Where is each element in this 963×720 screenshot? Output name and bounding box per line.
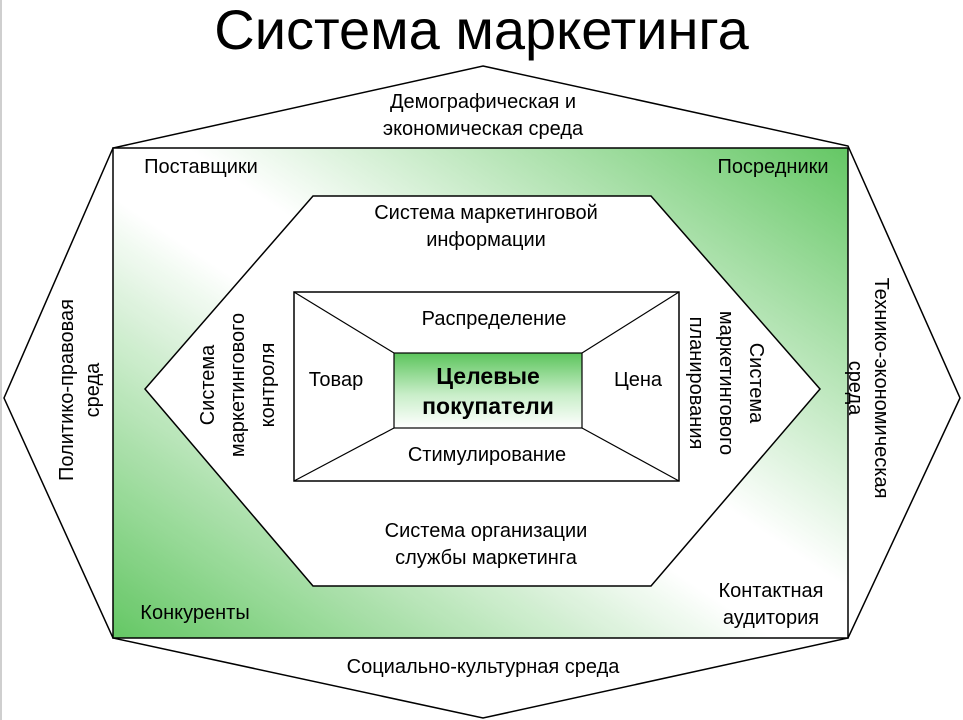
suppliers-label: Поставщики: [144, 156, 258, 178]
competitors-label: Конкуренты: [140, 602, 250, 624]
socio-cultural-environment-label: Социально-культурная среда: [346, 656, 620, 678]
demographic-economic-environment-label: Демографическая и экономическая среда: [382, 91, 584, 140]
target-customers-box: [393, 352, 583, 429]
slide-title: Система маркетинга: [214, 0, 749, 61]
intermediaries-label: Посредники: [717, 156, 829, 178]
slide-edge: [0, 0, 2, 720]
contact-audiences-label: Контактная аудитория: [718, 580, 824, 629]
distribution-label: Распределение: [421, 308, 567, 330]
marketing-information-system-label: Система маркетинговой информации: [374, 202, 598, 251]
product-label: Товар: [308, 369, 364, 391]
marketing-organization-system-label: Система организации службы маркетинга: [384, 520, 588, 569]
price-label: Цена: [613, 369, 663, 391]
promotion-label: Стимулирование: [407, 444, 567, 466]
target-customers-label: Целевые покупатели: [422, 362, 554, 419]
